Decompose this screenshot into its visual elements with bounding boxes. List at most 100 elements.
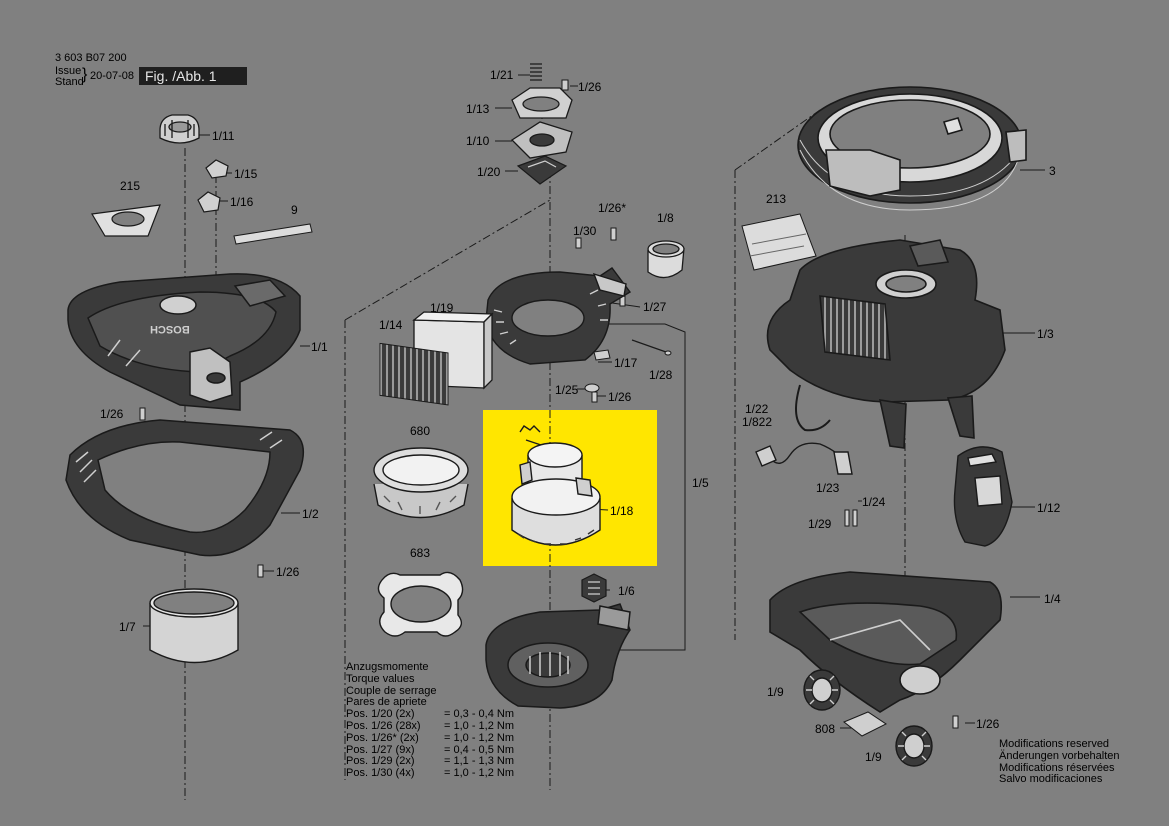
- modifications-note: Modifications reserved Änderungen vorbeh…: [999, 738, 1120, 786]
- part-9-strip: [233, 223, 313, 245]
- torque-val: = 1,1 - 1,3 Nm: [444, 755, 515, 768]
- label-1-23: 1/23: [816, 481, 840, 495]
- part-pcb: [516, 155, 568, 185]
- torque-pos: Pos. 1/26 (28x): [346, 719, 421, 732]
- issue-date: 20-07-08: [90, 70, 135, 82]
- part-collar: [647, 240, 685, 279]
- part-wheels: [803, 669, 933, 767]
- label-1-3: 1/3: [1037, 327, 1054, 341]
- part-683-seal: [377, 571, 464, 637]
- torque-val: = 0,3 - 0,4 Nm: [444, 708, 515, 721]
- part-knob: [159, 114, 200, 144]
- doc-number: 3 603 B07 200: [55, 52, 127, 64]
- label-1-16: 1/16: [230, 195, 254, 209]
- label-1-5: 1/5: [692, 476, 709, 490]
- label-9: 9: [291, 203, 298, 217]
- part-top-housing: [67, 273, 301, 411]
- part-small-knobs: [197, 159, 229, 213]
- label-1-9-a: 1/9: [767, 685, 784, 699]
- part-base: [769, 571, 1003, 713]
- label-808: 808: [815, 722, 836, 736]
- part-small-grille: [581, 573, 607, 603]
- mod-line-fr: Modifications réservées: [999, 761, 1115, 774]
- torque-pos: Pos. 1/27 (9x): [346, 743, 415, 756]
- label-1-17: 1/17: [614, 356, 638, 370]
- torque-pos: Pos. 1/20 (2x): [346, 708, 415, 721]
- torque-notes: Anzugsmomente Torque values Couple de se…: [346, 661, 514, 780]
- part-bracket: [510, 121, 573, 159]
- part-main-body: [766, 239, 1006, 449]
- label-1-2: 1/2: [302, 507, 319, 521]
- torque-row: Pos. 1/30 (4x)= 1,0 - 1,2 Nm: [346, 767, 514, 780]
- label-1-26-star: 1/26*: [598, 201, 627, 215]
- label-1-25: 1/25: [555, 383, 579, 397]
- torque-val: = 1,0 - 1,2 Nm: [444, 731, 515, 744]
- label-1-26-b: 1/26: [100, 407, 124, 421]
- part-filter-frame: [65, 419, 305, 557]
- label-213: 213: [766, 192, 787, 206]
- label-1-11: 1/11: [212, 129, 235, 143]
- label-1-15: 1/15: [234, 167, 258, 181]
- part-cable: [755, 442, 853, 475]
- part-hose: [797, 86, 1027, 211]
- torque-val: = 1,0 - 1,2 Nm: [444, 719, 515, 732]
- brand-on-housing: BOSCH: [150, 323, 190, 335]
- label-1-12: 1/12: [1037, 501, 1061, 515]
- torque-title-fr: Couple de serrage: [346, 684, 437, 697]
- part-wire: [631, 339, 667, 353]
- part-clip-ring: [511, 87, 573, 119]
- part-motor: [511, 425, 601, 546]
- torque-row: Pos. 1/29 (2x) = 1,1 - 1,3 Nm: [346, 755, 514, 768]
- part-215-sheet: [91, 204, 161, 237]
- label-1-19: 1/19: [430, 301, 454, 315]
- part-washer: [584, 383, 600, 393]
- label-680: 680: [410, 424, 431, 438]
- torque-title-en: Torque values: [346, 672, 415, 685]
- part-808-plate: [843, 711, 887, 737]
- torque-row: Pos. 1/27 (9x)= 0,4 - 0,5 Nm: [346, 743, 514, 757]
- issue-label: Issue: [55, 65, 82, 77]
- label-1-22: 1/22: [745, 402, 769, 416]
- label-1-1: 1/1: [311, 340, 328, 354]
- brace-glyph: }: [82, 66, 88, 83]
- part-grille: [379, 342, 449, 406]
- label-683: 683: [410, 546, 431, 560]
- label-1-9-b: 1/9: [865, 750, 882, 764]
- label-1-26-e: 1/26: [976, 717, 1000, 731]
- label-1-18: 1/18: [610, 504, 634, 518]
- part-fan-housing-top: [485, 267, 632, 365]
- torque-pos: Pos. 1/30 (4x): [346, 767, 415, 780]
- mod-line-es: Salvo modificaciones: [999, 773, 1103, 786]
- torque-pos: Pos. 1/29 (2x): [346, 755, 415, 768]
- part-fan-housing-bottom: [485, 603, 631, 709]
- part-screws: [139, 79, 959, 729]
- mod-line-en: Modifications reserved: [999, 738, 1110, 750]
- part-ring-1-7: [149, 588, 239, 664]
- torque-row: Pos. 1/20 (2x) = 0,3 - 0,4 Nm: [346, 708, 514, 721]
- label-1-10: 1/10: [466, 134, 490, 148]
- part-spring: [530, 63, 542, 81]
- label-1-29: 1/29: [808, 517, 832, 531]
- label-1-26-a: 1/26: [578, 80, 602, 94]
- label-1-20: 1/20: [477, 165, 501, 179]
- label-1-7: 1/7: [119, 620, 136, 634]
- torque-title-de: Anzugsmomente: [346, 661, 429, 673]
- mod-line-de: Änderungen vorbehalten: [999, 749, 1120, 762]
- label-3: 3: [1049, 164, 1056, 178]
- torque-title-es: Pares de apriete: [346, 696, 427, 709]
- part-213-sheet: [741, 213, 817, 271]
- label-1-4: 1/4: [1044, 592, 1061, 606]
- part-680-filter: [373, 447, 469, 519]
- label-1-26-c: 1/26: [276, 565, 300, 579]
- torque-pos: Pos. 1/26* (2x): [346, 731, 419, 744]
- label-1-30: 1/30: [573, 224, 597, 238]
- torque-row: Pos. 1/26 (28x) = 1,0 - 1,2 Nm: [346, 719, 514, 733]
- part-clip-1-17: [593, 349, 611, 361]
- label-1-28: 1/28: [649, 368, 673, 382]
- label-1-26-d: 1/26: [608, 390, 632, 404]
- label-215: 215: [120, 179, 141, 193]
- label-1-24: 1/24: [862, 495, 886, 509]
- label-1-21: 1/21: [490, 68, 514, 82]
